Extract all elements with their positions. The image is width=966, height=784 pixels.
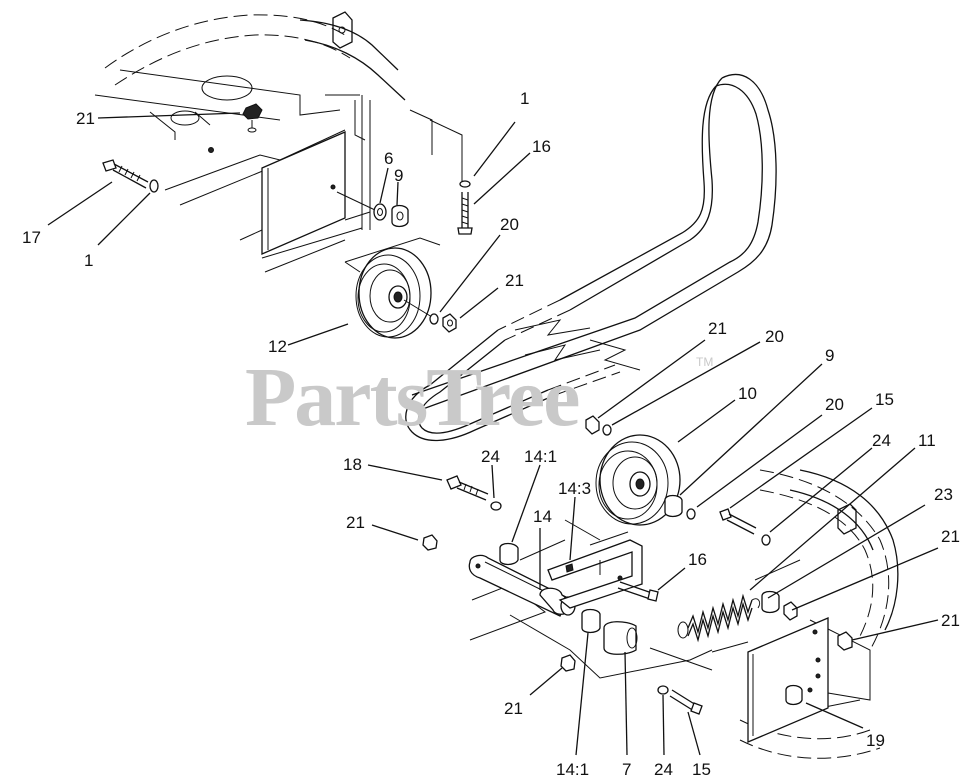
deck-frame-top: [94, 11, 463, 273]
callout-21: 21: [505, 271, 524, 290]
callout-21: 21: [346, 513, 365, 532]
callout-10: 10: [738, 384, 757, 403]
callout-20: 20: [825, 395, 844, 414]
callout-21: 21: [941, 527, 960, 546]
callout-14: 14: [533, 507, 552, 526]
callout-7: 7: [622, 760, 631, 779]
drive-belt: [405, 73, 777, 442]
watermark: PartsTree TM: [245, 351, 713, 444]
callout-18: 18: [343, 455, 362, 474]
callout-labels: 21 1 16 6 9 17 1 20 21 12 21 20 9 10 20 …: [22, 89, 960, 779]
callout-15: 15: [692, 760, 711, 779]
callout-16: 16: [688, 550, 707, 569]
callout-14-3: 14:3: [558, 479, 591, 498]
lower-assembly: [422, 415, 899, 759]
callout-21: 21: [708, 319, 727, 338]
callout-15: 15: [875, 390, 894, 409]
tension-spring: [677, 593, 761, 643]
callout-17: 17: [22, 228, 41, 247]
callout-14-1: 14:1: [524, 447, 557, 466]
callout-20: 20: [500, 215, 519, 234]
callout-16: 16: [532, 137, 551, 156]
callout-24: 24: [481, 447, 500, 466]
watermark-trademark: TM: [696, 355, 713, 369]
callout-24: 24: [654, 760, 673, 779]
callout-12: 12: [268, 337, 287, 356]
callout-1: 1: [520, 89, 529, 108]
callout-14-1: 14:1: [556, 760, 589, 779]
leader-lines: [47, 112, 939, 756]
callout-23: 23: [934, 485, 953, 504]
callout-11: 11: [918, 431, 936, 450]
callout-19: 19: [866, 731, 885, 750]
watermark-text: PartsTree: [245, 351, 579, 444]
callout-9: 9: [394, 166, 403, 185]
upper-hardware: [102, 103, 473, 339]
callout-21: 21: [76, 109, 95, 128]
callout-1: 1: [84, 251, 93, 270]
callout-21: 21: [941, 611, 960, 630]
callout-9: 9: [825, 346, 834, 365]
callout-21: 21: [504, 699, 523, 718]
callout-20: 20: [765, 327, 784, 346]
callout-24: 24: [872, 431, 891, 450]
callout-6: 6: [384, 149, 393, 168]
